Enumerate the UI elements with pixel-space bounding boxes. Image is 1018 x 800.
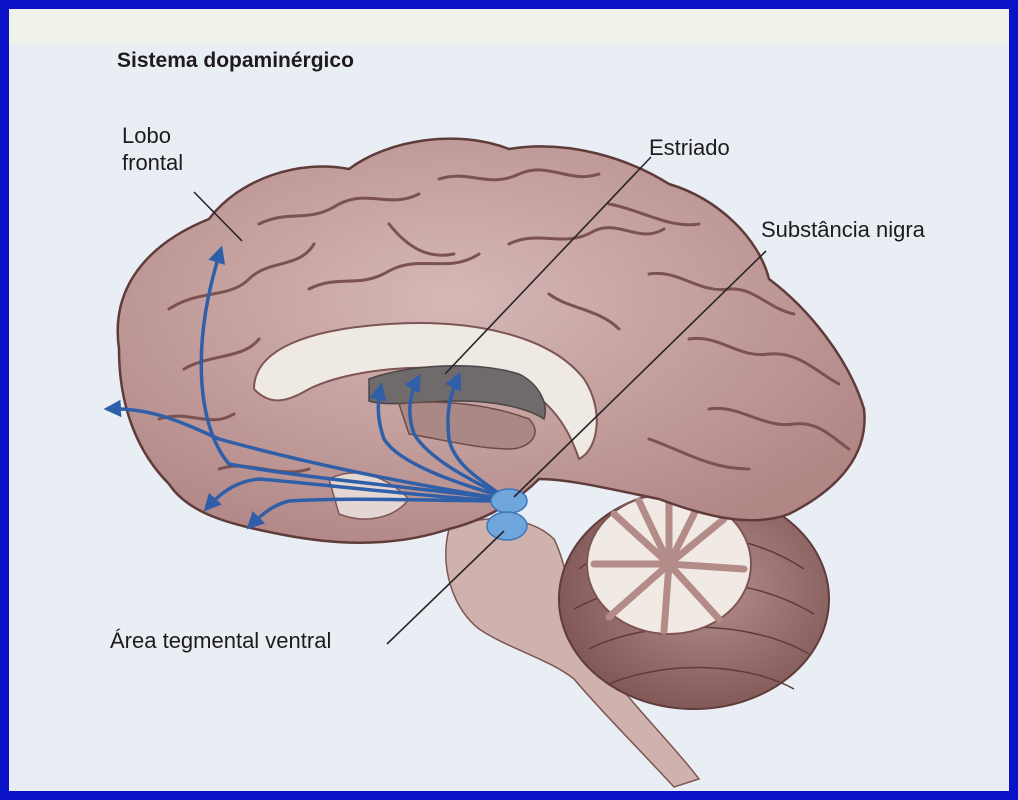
label-substancia-nigra: Substância nigra — [761, 216, 925, 243]
label-lobo-frontal-line2: frontal — [122, 149, 183, 176]
substantia-nigra-nucleus — [491, 489, 527, 513]
label-lobo-frontal: Lobo frontal — [122, 122, 183, 176]
label-lobo-frontal-line1: Lobo — [122, 122, 183, 149]
cerebellum — [559, 489, 829, 709]
dopaminergic-nuclei — [487, 489, 527, 540]
diagram-title: Sistema dopaminérgico — [117, 47, 354, 74]
label-estriado: Estriado — [649, 134, 730, 161]
vta-nucleus — [487, 512, 527, 540]
label-area-tegmental-ventral: Área tegmental ventral — [110, 627, 331, 654]
